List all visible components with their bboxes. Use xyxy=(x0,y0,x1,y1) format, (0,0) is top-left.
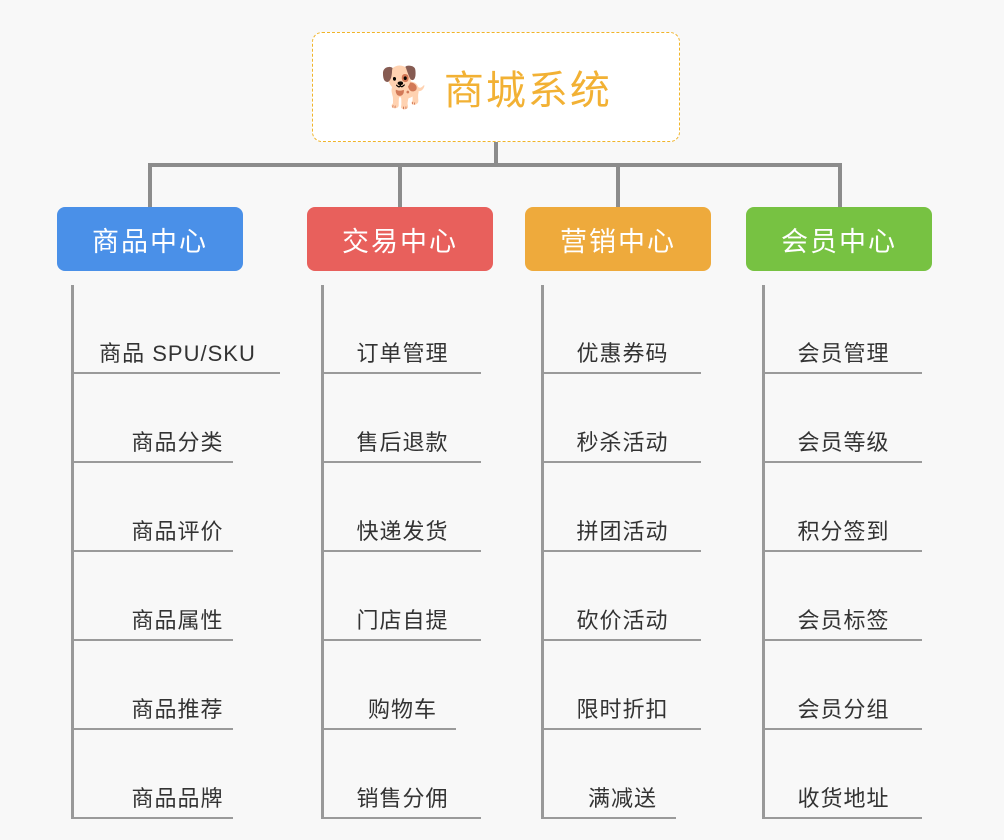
leaf-underline xyxy=(765,461,922,463)
leaf-item-label: 商品品牌 xyxy=(131,786,224,811)
connector-root-stem xyxy=(494,142,498,165)
leaf-item[interactable]: 满减送 xyxy=(544,730,701,819)
leaf-item-label: 商品推荐 xyxy=(131,697,224,722)
leaf-underline xyxy=(74,817,233,819)
leaf-item-label: 满减送 xyxy=(587,786,657,811)
leaf-underline xyxy=(765,728,922,730)
leaf-underline xyxy=(324,461,481,463)
leaf-item[interactable]: 会员分组 xyxy=(765,641,922,730)
leaf-item-label: 门店自提 xyxy=(356,608,449,633)
leaf-item[interactable]: 会员等级 xyxy=(765,374,922,463)
leaf-item[interactable]: 会员管理 xyxy=(765,285,922,374)
leaf-item-label: 会员分组 xyxy=(797,697,890,722)
leaf-item[interactable]: 限时折扣 xyxy=(544,641,701,730)
leaf-item[interactable]: 积分签到 xyxy=(765,463,922,552)
category-label: 商品中心 xyxy=(92,226,208,257)
leaf-underline xyxy=(324,728,456,730)
leaf-underline xyxy=(544,639,701,641)
leaf-item-label: 订单管理 xyxy=(356,341,449,366)
leaf-item-label: 拼团活动 xyxy=(576,519,669,544)
leaf-underline xyxy=(324,817,481,819)
category-box-product-center[interactable]: 商品中心 xyxy=(57,207,243,271)
leaf-underline xyxy=(74,728,233,730)
leaf-item-label: 会员管理 xyxy=(797,341,890,366)
leaf-item-label: 商品属性 xyxy=(131,608,224,633)
leaf-item[interactable]: 售后退款 xyxy=(324,374,481,463)
leaf-item[interactable]: 会员标签 xyxy=(765,552,922,641)
leaf-underline xyxy=(324,550,481,552)
leaf-item[interactable]: 门店自提 xyxy=(324,552,481,641)
leaf-item[interactable]: 拼团活动 xyxy=(544,463,701,552)
category-label: 会员中心 xyxy=(781,226,897,257)
leaf-item-label: 收货地址 xyxy=(797,786,890,811)
leaf-column-marketing-center: 优惠券码 秒杀活动 拼团活动 砍价活动 限时折扣 满减送 xyxy=(541,285,701,819)
category-box-trade-center[interactable]: 交易中心 xyxy=(307,207,493,271)
leaf-item[interactable]: 快递发货 xyxy=(324,463,481,552)
leaf-underline xyxy=(765,372,922,374)
leaf-column-member-center: 会员管理 会员等级 积分签到 会员标签 会员分组 收货地址 xyxy=(762,285,922,819)
leaf-column-product-center: 商品 SPU/SKU 商品分类 商品评价 商品属性 商品推荐 商品品牌 xyxy=(71,285,281,819)
leaf-item-label: 销售分佣 xyxy=(356,786,449,811)
leaf-item[interactable]: 优惠券码 xyxy=(544,285,701,374)
leaf-item-label: 会员等级 xyxy=(797,430,890,455)
leaf-item-label: 限时折扣 xyxy=(576,697,669,722)
leaf-underline xyxy=(544,728,701,730)
leaf-item[interactable]: 秒杀活动 xyxy=(544,374,701,463)
leaf-underline xyxy=(74,550,233,552)
leaf-underline xyxy=(544,817,676,819)
leaf-underline xyxy=(74,372,280,374)
leaf-item[interactable]: 商品评价 xyxy=(74,463,281,552)
leaf-underline xyxy=(74,639,233,641)
category-box-marketing-center[interactable]: 营销中心 xyxy=(525,207,711,271)
leaf-item[interactable]: 商品属性 xyxy=(74,552,281,641)
leaf-item-label: 售后退款 xyxy=(356,430,449,455)
leaf-underline xyxy=(324,372,481,374)
leaf-underline xyxy=(544,550,701,552)
leaf-underline xyxy=(765,550,922,552)
leaf-item[interactable]: 商品分类 xyxy=(74,374,281,463)
leaf-item[interactable]: 购物车 xyxy=(324,641,481,730)
leaf-underline xyxy=(544,372,701,374)
leaf-item-label: 秒杀活动 xyxy=(576,430,669,455)
leaf-item[interactable]: 销售分佣 xyxy=(324,730,481,819)
leaf-item-label: 会员标签 xyxy=(797,608,890,633)
connector-drop-2 xyxy=(398,163,402,209)
dog-emoji-icon: 🐕 xyxy=(380,66,430,110)
connector-drop-1 xyxy=(148,163,152,209)
leaf-underline xyxy=(324,639,481,641)
leaf-underline xyxy=(765,817,922,819)
connector-drop-4 xyxy=(838,163,842,209)
leaf-item-label: 优惠券码 xyxy=(576,341,669,366)
category-label: 营销中心 xyxy=(560,226,676,257)
leaf-underline xyxy=(765,639,922,641)
root-node-card[interactable]: 🐕 商城系统 xyxy=(312,32,680,142)
connector-drop-3 xyxy=(616,163,620,209)
leaf-underline xyxy=(74,461,233,463)
leaf-item-label: 商品分类 xyxy=(131,430,224,455)
category-box-member-center[interactable]: 会员中心 xyxy=(746,207,932,271)
leaf-item[interactable]: 商品品牌 xyxy=(74,730,281,819)
category-label: 交易中心 xyxy=(342,226,458,257)
leaf-item-label: 快递发货 xyxy=(356,519,449,544)
root-node-title: 商城系统 xyxy=(443,69,612,113)
leaf-item-label: 购物车 xyxy=(367,697,437,722)
leaf-item[interactable]: 商品 SPU/SKU xyxy=(74,285,281,374)
leaf-underline xyxy=(544,461,701,463)
leaf-item-label: 积分签到 xyxy=(797,519,890,544)
connector-horizontal-bus xyxy=(148,163,842,167)
leaf-item[interactable]: 商品推荐 xyxy=(74,641,281,730)
leaf-column-trade-center: 订单管理 售后退款 快递发货 门店自提 购物车 销售分佣 xyxy=(321,285,481,819)
leaf-item-label: 商品评价 xyxy=(131,519,224,544)
leaf-item[interactable]: 订单管理 xyxy=(324,285,481,374)
leaf-item[interactable]: 收货地址 xyxy=(765,730,922,819)
leaf-item[interactable]: 砍价活动 xyxy=(544,552,701,641)
leaf-item-label: 商品 SPU/SKU xyxy=(99,341,256,366)
leaf-item-label: 砍价活动 xyxy=(576,608,669,633)
